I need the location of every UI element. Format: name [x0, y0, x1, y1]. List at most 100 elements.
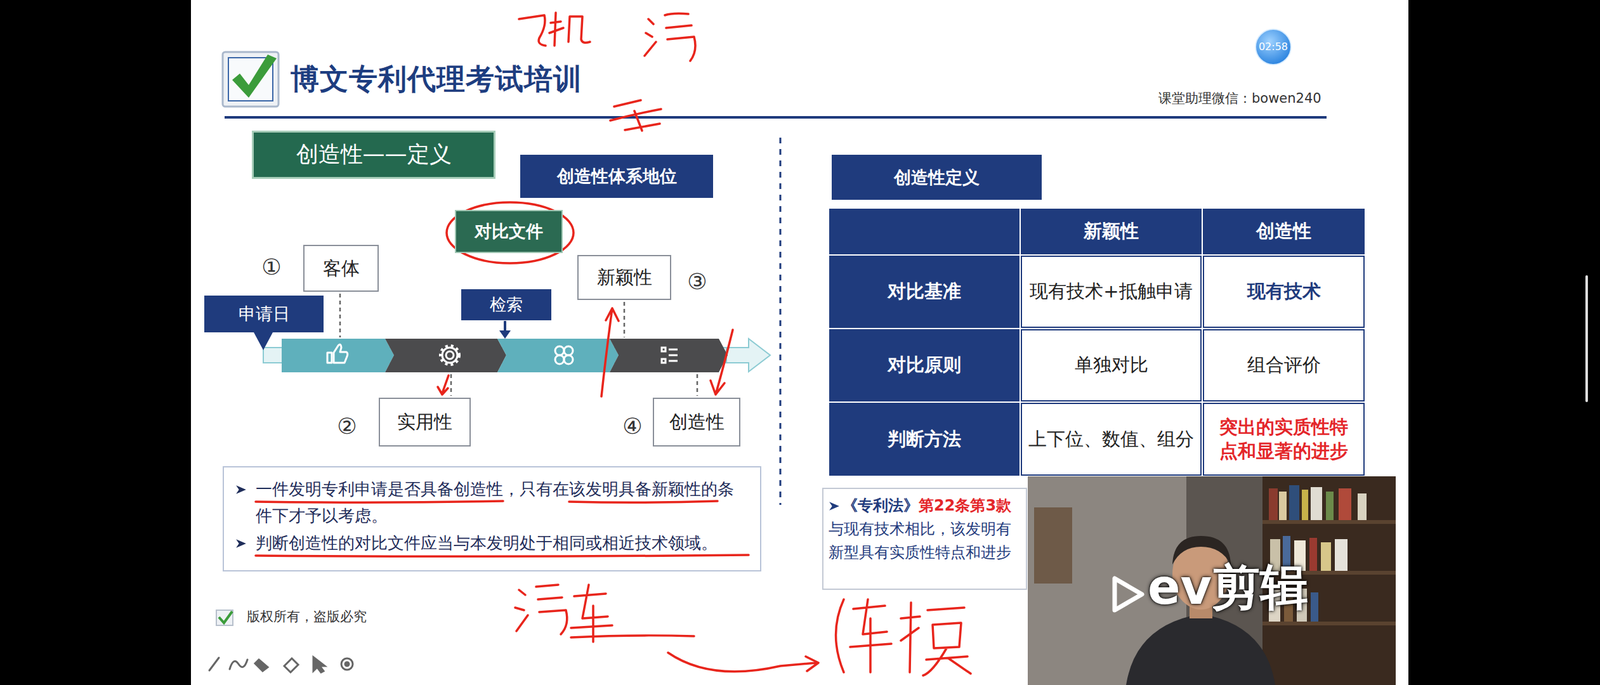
toolbar-icons	[255, 659, 268, 672]
table-header-cell: 对比基准	[829, 255, 1020, 328]
list-icon	[661, 347, 678, 363]
stage-box: 创造性	[652, 397, 741, 447]
webcam-overlay	[1309, 537, 1318, 571]
node-label: 对比文件	[474, 220, 544, 243]
logo-mark	[222, 52, 279, 107]
node-label-group: 02:58	[1258, 40, 1288, 54]
section-heading: 创造性——定义	[251, 130, 496, 179]
node-label: 创造性	[669, 410, 725, 434]
webcam-overlay	[1357, 493, 1367, 521]
divider-line	[779, 137, 782, 505]
clover-icon	[563, 355, 573, 365]
webcam-overlay	[1325, 491, 1334, 521]
webcam-overlay	[1320, 542, 1332, 571]
table-cell-text: 组合评价	[1247, 353, 1321, 378]
process-bar	[281, 338, 394, 373]
node-label: 检索	[489, 294, 523, 316]
webcam-overlay	[1310, 487, 1323, 521]
callout-number: ④	[622, 413, 643, 440]
callout-number: ①	[261, 253, 282, 281]
node-label-group: 创造性体系地位	[557, 165, 677, 188]
scroll-indicator	[1585, 275, 1588, 403]
webcam-overlay	[1310, 592, 1319, 622]
toolbar-icons	[284, 658, 299, 673]
panel-heading: 创造性体系地位	[520, 154, 714, 198]
search-arrow	[499, 321, 511, 339]
node-label: 客体	[322, 256, 360, 280]
node-label-group: 对比文件	[474, 220, 544, 243]
list-icon	[661, 359, 666, 363]
panel-heading: 创造性定义	[831, 154, 1042, 200]
table-cell-text: 现有技术+抵触申请	[1029, 279, 1193, 304]
table-cell-text: 创造性	[1256, 219, 1312, 244]
leader-line	[450, 374, 453, 396]
table-cell-text: 单独对比	[1074, 353, 1149, 378]
handwriting-stroke	[900, 602, 971, 676]
handwriting-stroke	[710, 329, 733, 395]
list-icon	[668, 348, 678, 351]
law-name: 《专利法》	[842, 494, 919, 518]
date-pointer	[253, 332, 273, 351]
table-cell: 突出的实质性特点和显著的进步	[1202, 402, 1365, 476]
gear-icon	[440, 345, 460, 365]
handwriting-stroke	[601, 308, 619, 397]
table-cell: 上下位、数值、组分	[1020, 402, 1202, 476]
table-cell-text: 突出的实质性特点和显著的进步	[1210, 415, 1358, 464]
search-arrow	[503, 321, 507, 332]
table-header-cell: 创造性	[1202, 208, 1365, 255]
callout-number: ②	[336, 413, 357, 440]
law-text: 与现有技术相比，该发明有	[828, 517, 1021, 542]
node-label-group: 实用性	[397, 410, 453, 434]
footer-logo	[216, 610, 233, 626]
note-text: 判断创造性的对比文件应当与本发明处于相同或相近技术领域。	[255, 530, 749, 558]
node-label-group: 创造性定义	[893, 166, 980, 189]
watermark-logo: ev剪辑	[1147, 558, 1309, 617]
webcam-overlay	[1027, 476, 1396, 685]
logo-mark	[232, 54, 277, 98]
list-icon	[668, 360, 678, 363]
thumbs-icon	[333, 344, 348, 363]
toolbar-icons	[313, 657, 325, 673]
table-cell-text: 上下位、数值、组分	[1028, 427, 1194, 452]
page-title: 博文专利代理考试培训	[290, 62, 583, 97]
stage-box: 新颖性	[577, 255, 672, 301]
list-icon	[668, 354, 678, 357]
thumbs-icon	[327, 352, 332, 363]
footer-logo	[218, 611, 233, 623]
node-label: 创造性体系地位	[557, 165, 677, 188]
list-icon	[661, 347, 666, 352]
node-label: 申请日	[238, 303, 290, 325]
timer-badge: 02:58	[1254, 28, 1292, 66]
law-heading-row: 《专利法》第22条第3款	[828, 494, 1021, 518]
copyright-note: 版权所有，盗版必究	[246, 609, 367, 625]
webcam-overlay	[1126, 614, 1276, 685]
leader-line	[340, 293, 698, 396]
table-cell: 单独对比	[1020, 329, 1202, 402]
gear-icon	[445, 351, 454, 360]
node-label-group: 检索	[489, 294, 523, 316]
node-label: 创造性——定义	[296, 140, 452, 169]
handwriting-stroke	[610, 100, 662, 131]
table-cell: 现有技术	[1202, 255, 1365, 328]
slide-ground	[190, 0, 1409, 685]
handwriting-underline	[569, 501, 718, 503]
handwriting-stroke	[850, 599, 892, 673]
handwriting-stroke	[836, 599, 845, 673]
node-label-group: 创造性	[669, 410, 725, 434]
gear-icon	[442, 347, 458, 363]
toolbar-icons	[341, 658, 353, 670]
process-bar	[497, 338, 619, 373]
node-label: 创造性定义	[893, 166, 980, 189]
process-bar	[263, 338, 771, 373]
table-header-cell: 判断方法	[829, 402, 1020, 476]
webcam-overlay	[1034, 507, 1073, 584]
bullet-arrow	[235, 537, 247, 550]
handwriting-stroke	[570, 635, 695, 638]
webcam-overlay	[1262, 520, 1396, 525]
thumbs-icon	[327, 344, 348, 363]
webcam-overlay	[1114, 578, 1142, 611]
bullet-arrow	[829, 501, 840, 511]
toolbar-icons	[345, 662, 349, 667]
webcam-overlay	[1289, 485, 1300, 521]
